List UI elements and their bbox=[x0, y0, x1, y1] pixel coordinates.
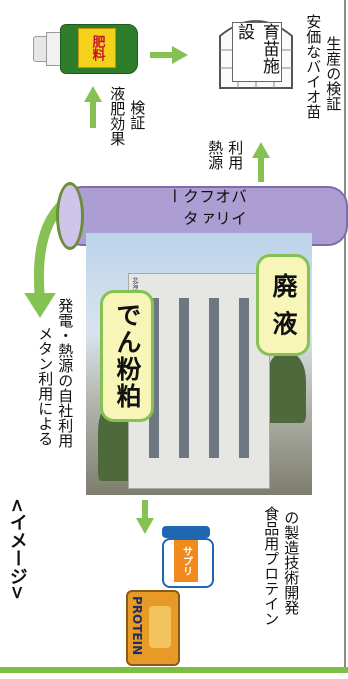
methane-caption-line2: 発電・熱源の自社利用 bbox=[56, 298, 75, 448]
liquid-fertilizer-line2: 検証 bbox=[128, 100, 147, 130]
heat-use-line2: 利用 bbox=[226, 140, 245, 170]
factory-window bbox=[149, 298, 159, 458]
factory-window bbox=[239, 298, 249, 458]
seedling-caption-line1: 安価なバイオ苗 bbox=[304, 14, 323, 119]
biofactory-label: バイオリファクター bbox=[164, 188, 247, 232]
starch-residue-label: でん粉粕 bbox=[100, 290, 154, 422]
cylinder-cap bbox=[56, 182, 84, 250]
factory-window bbox=[209, 298, 219, 458]
image-title: <イメージ> bbox=[6, 498, 28, 601]
fertilizer-label: 肥料 bbox=[78, 28, 116, 68]
arrow-up-heat-use bbox=[252, 142, 270, 182]
waste-liquid-label: 廃 液 bbox=[256, 254, 310, 356]
greenhouse-label: 育苗施設 bbox=[232, 22, 282, 82]
supplement-cap-icon bbox=[162, 526, 210, 538]
factory-window bbox=[179, 298, 189, 458]
liquid-fertilizer-line1: 液肥効果 bbox=[108, 86, 127, 146]
heat-use-line1: 熱源 bbox=[206, 140, 225, 170]
tree-graphic bbox=[266, 353, 306, 423]
frame-bottom-bar bbox=[0, 667, 348, 673]
frame-right-border bbox=[344, 0, 346, 667]
protein-box-band bbox=[149, 606, 171, 648]
arrow-down-to-protein bbox=[136, 500, 154, 534]
arrow-up-liquid-fertilizer bbox=[84, 86, 102, 128]
supplement-label: サプリ bbox=[174, 540, 198, 582]
arrow-bottle-to-greenhouse bbox=[150, 46, 188, 64]
protein-box-label: PROTEIN bbox=[130, 596, 144, 656]
protein-caption-line1: 食品用プロテイン bbox=[262, 506, 281, 626]
methane-caption-line1: メタン利用による bbox=[36, 326, 55, 446]
protein-caption-line2: の製造技術開発 bbox=[282, 510, 301, 615]
seedling-caption-line2: 生産の検証 bbox=[324, 36, 343, 111]
